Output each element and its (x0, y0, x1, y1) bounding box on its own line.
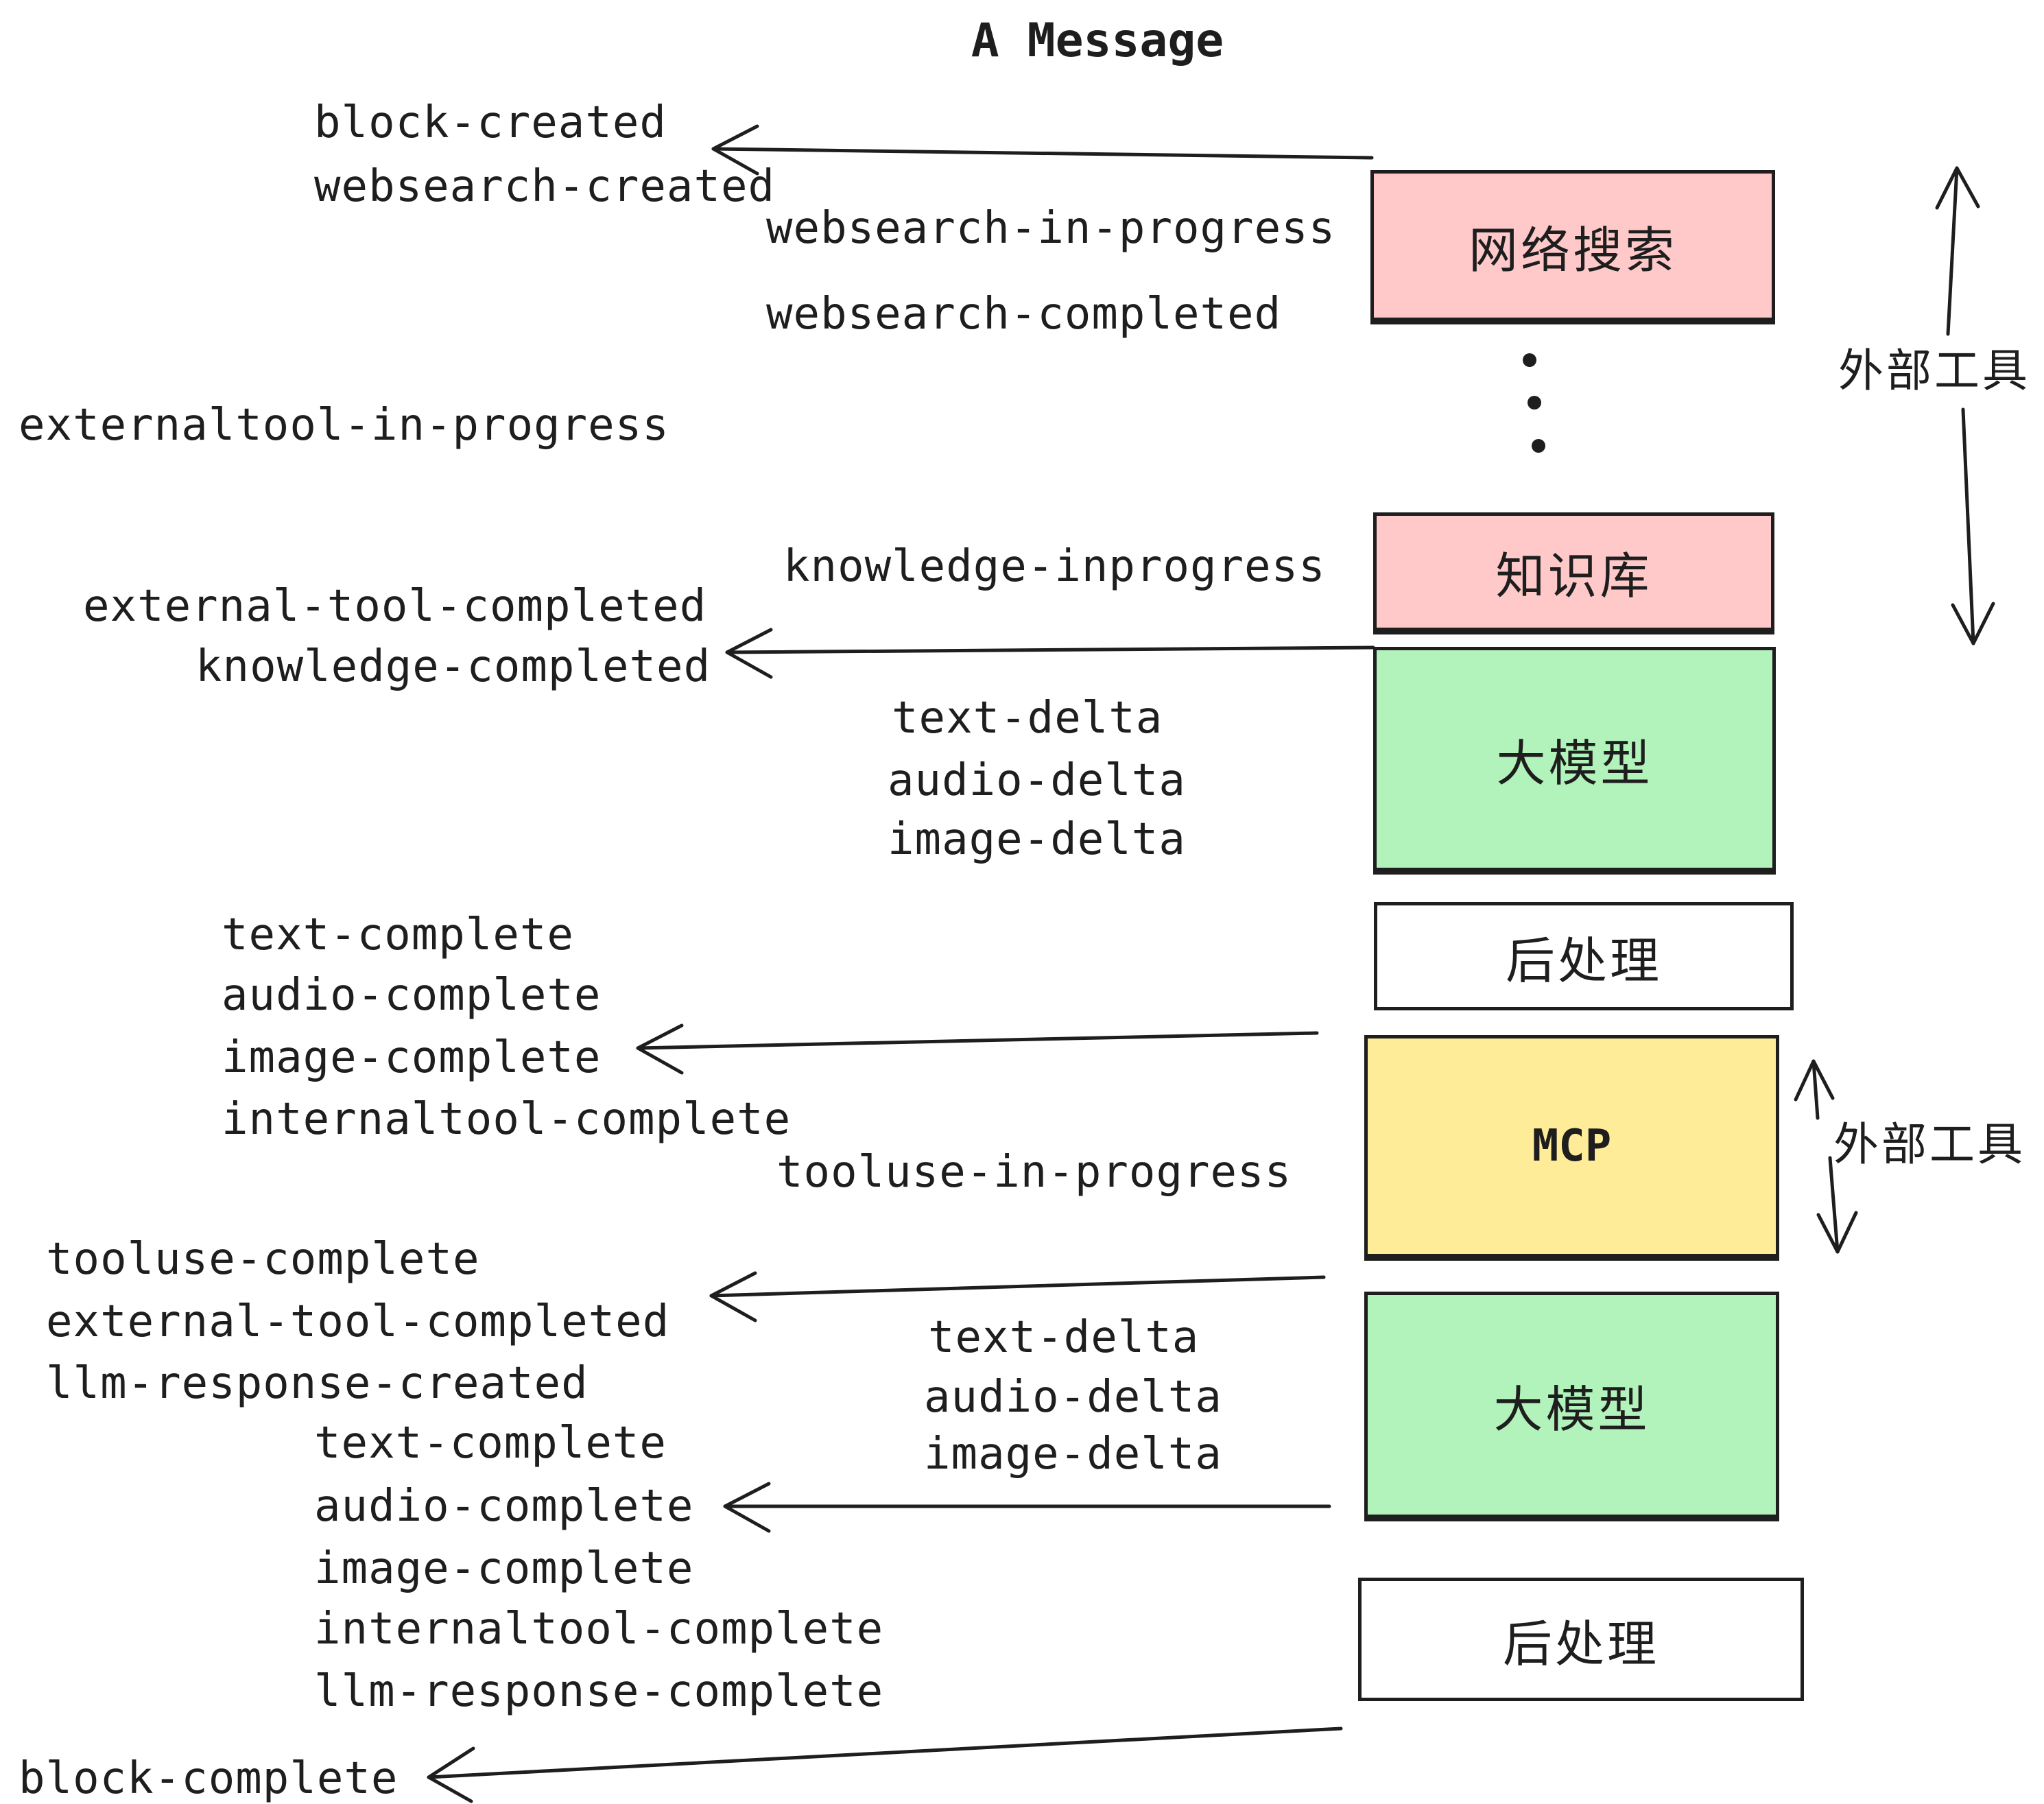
arrow-to-websearch-created (711, 124, 1374, 176)
arrow-to-audio-complete (723, 1482, 1331, 1533)
external-tools-up-arrow-top (1935, 166, 1980, 336)
external-tools-label-top: 外部工具 (1838, 344, 2030, 397)
event-internaltool-complete-1: internaltool-complete (222, 1094, 792, 1145)
event-text-delta-1: text-delta (892, 693, 1163, 744)
event-audio-delta-2: audio-delta (924, 1372, 1222, 1423)
external-tools-up-arrow-bottom (1794, 1059, 1835, 1120)
box-llm-2: 大模型 (1364, 1292, 1779, 1518)
event-externaltool-in-progress: externaltool-in-progress (19, 400, 669, 451)
event-llm-response-complete: llm-response-complete (314, 1666, 884, 1717)
box-llm-2-label: 大模型 (1493, 1380, 1650, 1438)
event-knowledge-inprogress: knowledge-inprogress (783, 541, 1326, 592)
event-external-tool-completed-2: external-tool-completed (46, 1296, 670, 1347)
event-knowledge-completed: knowledge-completed (195, 641, 711, 692)
ellipsis-dots (1523, 353, 1545, 453)
event-text-complete-2: text-complete (314, 1418, 667, 1469)
event-image-complete-2: image-complete (314, 1543, 694, 1594)
event-image-complete-1: image-complete (222, 1032, 602, 1083)
event-text-complete-1: text-complete (222, 910, 574, 960)
event-audio-delta-1: audio-delta (888, 755, 1186, 806)
diagram-title: A Message (971, 14, 1224, 68)
event-text-delta-2: text-delta (928, 1312, 1200, 1363)
box-llm-1-label: 大模型 (1496, 735, 1653, 792)
box-knowledge-label: 知识库 (1495, 547, 1652, 605)
arrow-to-block-complete (427, 1726, 1343, 1803)
event-image-delta-2: image-delta (924, 1429, 1222, 1480)
external-tools-label-bottom: 外部工具 (1833, 1118, 2025, 1171)
box-mcp-label: MCP (1532, 1121, 1612, 1172)
event-llm-response-created: llm-response-created (46, 1358, 589, 1409)
event-websearch-in-progress: websearch-in-progress (766, 203, 1336, 254)
event-tooluse-complete: tooluse-complete (46, 1234, 480, 1285)
event-tooluse-in-progress: tooluse-in-progress (776, 1147, 1292, 1198)
box-knowledge: 知识库 (1373, 512, 1774, 631)
event-audio-complete-1: audio-complete (222, 970, 602, 1021)
event-audio-complete-2: audio-complete (314, 1481, 694, 1532)
box-websearch: 网络搜索 (1370, 170, 1775, 321)
event-image-delta-1: image-delta (888, 814, 1186, 865)
event-websearch-created: websearch-created (314, 161, 776, 212)
event-internaltool-complete-2: internaltool-complete (314, 1604, 884, 1654)
arrow-to-knowledge-completed (725, 628, 1375, 679)
box-postprocess-1-label: 后处理 (1505, 931, 1662, 990)
external-tools-down-arrow-top (1951, 407, 1995, 645)
box-postprocess-2: 后处理 (1358, 1578, 1804, 1701)
event-websearch-completed: websearch-completed (766, 289, 1282, 340)
box-mcp: MCP (1364, 1035, 1779, 1257)
arrow-to-image-complete (636, 1023, 1319, 1075)
event-external-tool-completed-1: external-tool-completed (83, 581, 707, 632)
box-postprocess-2-label: 后处理 (1502, 1615, 1659, 1673)
box-llm-1: 大模型 (1373, 647, 1776, 871)
box-postprocess-1: 后处理 (1374, 902, 1794, 1010)
box-websearch-label: 网络搜索 (1468, 221, 1677, 279)
event-block-created: block-created (314, 97, 667, 148)
event-block-complete: block-complete (19, 1753, 399, 1804)
